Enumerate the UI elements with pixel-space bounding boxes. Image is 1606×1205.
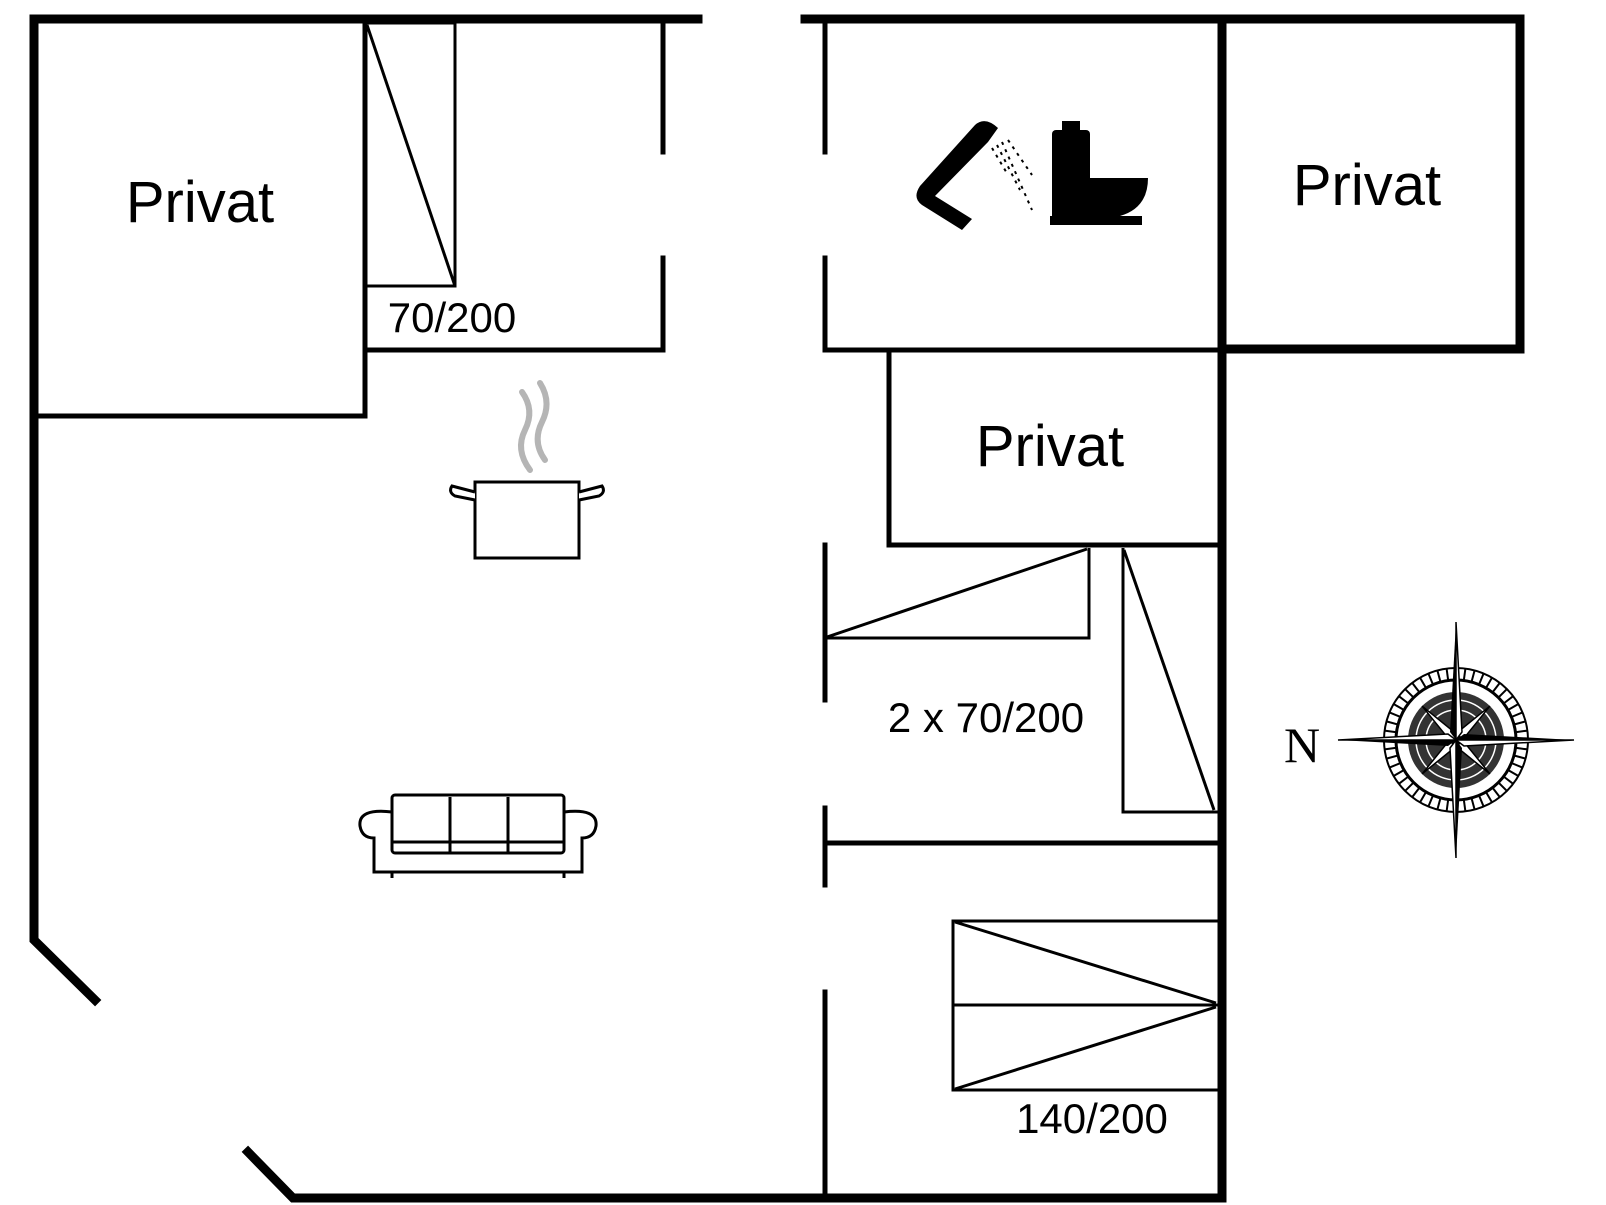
compass-tick bbox=[1515, 746, 1528, 751]
compass-tick bbox=[1398, 695, 1410, 705]
bed-size-label: 140/200 bbox=[1016, 1095, 1168, 1142]
compass-tick bbox=[1386, 754, 1399, 760]
compass-tick bbox=[1513, 754, 1526, 760]
private-room-middle: Privat bbox=[886, 349, 1221, 548]
bed-size-label: 70/200 bbox=[388, 294, 516, 341]
compass-tick bbox=[1419, 791, 1427, 803]
compass-tick bbox=[1470, 670, 1476, 683]
private-room-top-left: Privat bbox=[35, 20, 368, 419]
single-bed bbox=[365, 21, 457, 288]
compass-tick bbox=[1427, 673, 1434, 685]
compass-tick bbox=[1411, 682, 1421, 694]
compass-tick bbox=[1398, 775, 1410, 785]
compass-tick bbox=[1445, 668, 1450, 681]
compass-tick bbox=[1389, 711, 1401, 718]
compass-tick bbox=[1445, 799, 1450, 812]
compass-tick bbox=[1507, 703, 1519, 711]
outer-walls bbox=[29, 14, 1525, 1203]
compass-tick bbox=[1478, 673, 1485, 685]
compass-tick bbox=[1491, 786, 1501, 798]
compass-tick bbox=[1485, 791, 1493, 803]
north-label: N bbox=[1284, 717, 1320, 773]
private-room-label: Privat bbox=[126, 170, 274, 235]
compass-tick bbox=[1511, 762, 1523, 769]
sofa-icon bbox=[358, 793, 598, 878]
compass-tick bbox=[1513, 720, 1526, 726]
compass-tick bbox=[1485, 677, 1493, 689]
compass-tick bbox=[1462, 799, 1467, 812]
compass-rose-icon: N bbox=[1284, 621, 1575, 859]
compass-tick bbox=[1491, 682, 1501, 694]
compass-tick bbox=[1404, 781, 1415, 792]
compass-tick bbox=[1515, 729, 1528, 734]
compass-tick bbox=[1427, 795, 1434, 807]
bedroom-double: 140/200 bbox=[822, 919, 1218, 1199]
compass-tick bbox=[1386, 720, 1399, 726]
compass-tick bbox=[1419, 677, 1427, 689]
compass-tick bbox=[1393, 703, 1405, 711]
bed-size-label: 2 x 70/200 bbox=[888, 694, 1084, 741]
compass-tick bbox=[1384, 746, 1397, 751]
single-bed bbox=[825, 547, 1091, 640]
compass-tick bbox=[1497, 781, 1508, 792]
compass-tick bbox=[1511, 711, 1523, 718]
compass-tick bbox=[1478, 795, 1485, 807]
bedroom-twin: 2 x 70/200 bbox=[822, 542, 1221, 888]
compass-tick bbox=[1436, 670, 1442, 683]
compass-tick bbox=[1389, 762, 1401, 769]
compass-tick bbox=[1393, 769, 1405, 777]
double-bed bbox=[951, 919, 1218, 1092]
compass-tick bbox=[1502, 695, 1514, 705]
single-bed bbox=[1121, 548, 1218, 814]
compass-tick bbox=[1470, 797, 1476, 810]
toilet-icon bbox=[1050, 121, 1148, 225]
compass-tick bbox=[1436, 797, 1442, 810]
compass-tick bbox=[1462, 668, 1467, 681]
private-room-label: Privat bbox=[976, 414, 1124, 479]
private-room-label: Privat bbox=[1293, 153, 1441, 218]
compass-tick bbox=[1502, 775, 1514, 785]
compass-tick bbox=[1411, 786, 1421, 798]
compass-tick bbox=[1507, 769, 1519, 777]
compass-tick bbox=[1404, 688, 1415, 699]
bathroom bbox=[822, 20, 1221, 353]
compass-tick bbox=[1384, 729, 1397, 734]
compass-tick bbox=[1497, 688, 1508, 699]
shower-icon bbox=[916, 121, 1033, 230]
cooking-pot-icon bbox=[449, 380, 605, 560]
bedroom-top-left: 70/200 bbox=[362, 20, 666, 353]
